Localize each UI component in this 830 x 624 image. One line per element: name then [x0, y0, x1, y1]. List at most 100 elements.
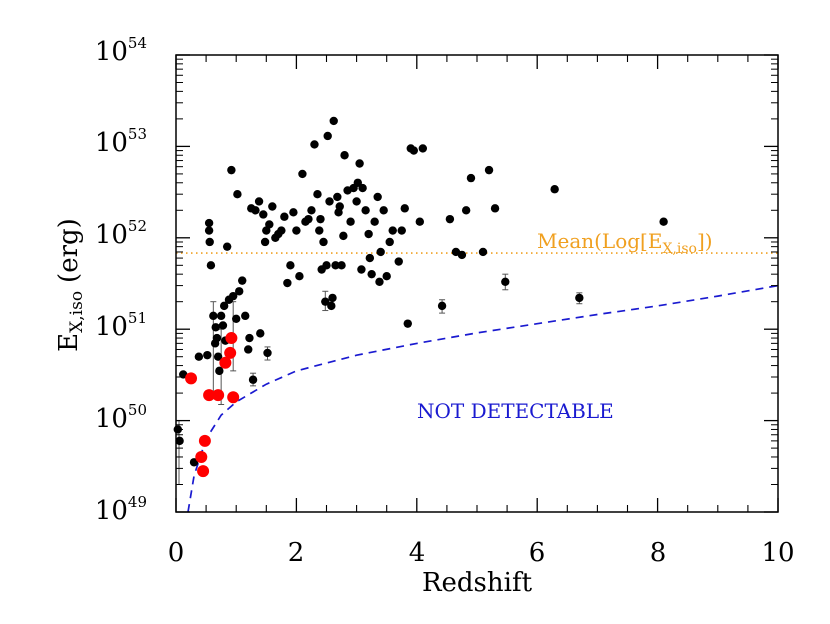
black-data-point [437, 301, 447, 311]
y-tick-label: 1050 [95, 401, 147, 434]
x-tick-label: 10 [761, 538, 794, 568]
black-data-point [254, 197, 264, 206]
black-data-point [238, 276, 247, 285]
error-bars [176, 273, 583, 485]
x-tick-label: 6 [529, 538, 546, 568]
black-data-point [376, 247, 385, 257]
black-data-point [286, 261, 295, 270]
black-data-point [375, 277, 384, 287]
y-axis-title: EX,iso(erg) [54, 218, 87, 352]
black-data-point [319, 237, 328, 247]
black-data-point [403, 319, 412, 328]
black-data-point [575, 293, 584, 303]
axis-ticks [175, 54, 779, 513]
y-tick-label: 1054 [95, 34, 147, 67]
black-data-point [325, 197, 334, 206]
black-data-point [228, 291, 238, 301]
black-data-point [418, 144, 428, 153]
black-data-point [218, 321, 228, 330]
mean-label: Mean(Log[EX,iso]) [537, 229, 713, 257]
black-data-point [394, 257, 403, 266]
black-data-point [331, 261, 340, 270]
black-data-point [370, 217, 379, 226]
y-tick-label: 1052 [95, 217, 147, 250]
y-tick-label: 1051 [95, 309, 147, 342]
black-data-point [215, 366, 224, 376]
black-data-point [259, 210, 268, 219]
black-data-point [466, 173, 476, 183]
red-data-point [227, 391, 240, 404]
red-data-point [203, 389, 216, 402]
red-data-point [195, 450, 208, 463]
not-detectable-label: NOT DETECTABLE [417, 399, 614, 423]
black-data-point [260, 237, 270, 247]
black-data-point [501, 277, 510, 287]
black-data-point [212, 333, 222, 343]
black-data-point [222, 242, 232, 251]
black-data-point [340, 151, 349, 160]
x-tick-label: 2 [288, 538, 305, 568]
red-points-series [185, 332, 240, 478]
black-data-point [400, 204, 409, 213]
red-data-point [212, 389, 225, 402]
red-data-point [197, 465, 210, 478]
black-data-point [194, 352, 204, 361]
black-data-point [292, 226, 301, 235]
black-data-point [283, 278, 292, 288]
black-data-point [550, 185, 559, 194]
black-data-point [241, 311, 250, 321]
black-data-point [310, 140, 319, 149]
black-data-point [232, 314, 241, 323]
black-data-point [659, 217, 668, 226]
black-data-point [268, 202, 277, 211]
red-data-point [185, 372, 198, 385]
plot-frame [175, 54, 779, 513]
red-data-point [224, 346, 237, 359]
black-data-point [388, 226, 397, 235]
black-data-point [206, 261, 216, 270]
black-data-point [355, 159, 364, 168]
black-data-point [382, 272, 391, 281]
black-data-point [321, 297, 330, 306]
black-data-point [415, 217, 425, 226]
black-data-point [373, 192, 382, 202]
black-data-point [322, 261, 331, 270]
black-data-point [227, 165, 236, 175]
y-tick-label: 1049 [95, 493, 147, 526]
black-data-point [379, 206, 388, 215]
black-data-point [265, 220, 274, 229]
black-data-point [233, 189, 242, 199]
black-data-point [365, 253, 375, 263]
red-data-point [219, 356, 232, 369]
black-data-point [327, 301, 336, 311]
black-data-point [209, 311, 218, 321]
x-tick-label: 4 [409, 538, 426, 568]
black-data-point [461, 206, 471, 215]
black-data-point [263, 348, 272, 358]
black-data-point [213, 352, 223, 361]
black-data-point [219, 301, 229, 311]
black-data-point [490, 204, 500, 213]
black-data-point [361, 206, 370, 215]
black-data-point [397, 226, 406, 235]
black-data-point [339, 231, 348, 241]
black-data-point [235, 287, 244, 296]
black-data-point [203, 350, 212, 360]
black-data-point [245, 333, 254, 343]
black-data-point [204, 226, 214, 235]
red-data-point [198, 434, 211, 447]
x-tick-label: 0 [168, 538, 185, 568]
black-data-point [335, 202, 344, 211]
black-data-point [307, 206, 316, 215]
black-data-point [346, 217, 355, 226]
black-data-point [478, 247, 488, 257]
black-data-point [244, 345, 253, 354]
black-data-point [251, 206, 260, 215]
black-data-point [337, 261, 346, 270]
black-data-point [352, 197, 361, 206]
black-data-point [328, 293, 337, 303]
black-data-point [280, 212, 289, 221]
black-data-point [298, 169, 307, 179]
black-data-point [457, 250, 467, 260]
